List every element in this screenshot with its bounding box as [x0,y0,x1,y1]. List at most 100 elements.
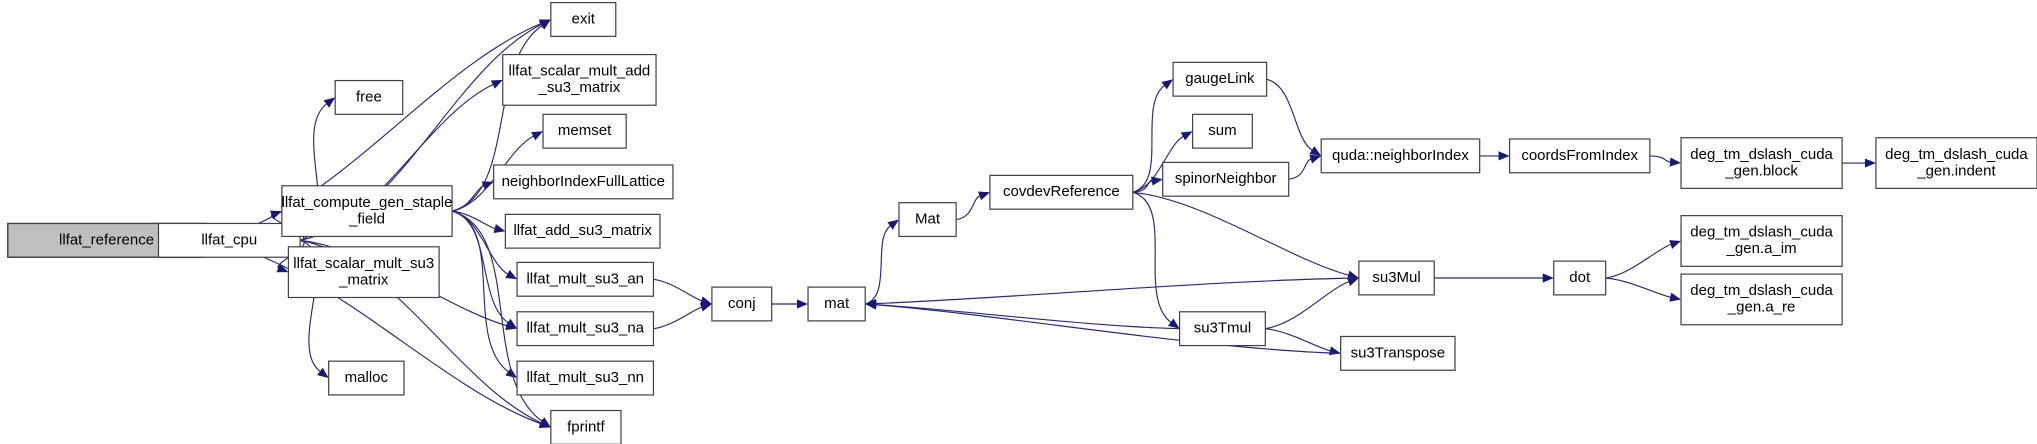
call-edge [1132,180,1153,193]
graph-node-llfat-mult-su3-nn[interactable]: llfat_mult_su3_nn [516,360,655,396]
call-edge [865,225,892,305]
graph-node-free[interactable]: free [334,79,404,115]
node-label: _gen.a_re [1727,299,1796,316]
graph-node-su3mul[interactable]: su3Mul [1358,260,1435,296]
call-edge [875,304,1180,330]
node-box[interactable] [1680,273,1843,326]
graph-node-deg-tm-dslash-cuda-gen-block[interactable]: deg_tm_dslash_cuda_gen.block [1680,137,1843,189]
call-edge [875,304,1341,354]
graph-node-malloc[interactable]: malloc [328,360,405,396]
graph-node-dot[interactable]: dot [1553,260,1607,296]
node-box[interactable] [493,164,674,200]
graph-node-llfat-compute-gen-staple-field[interactable]: llfat_compute_gen_staple_field [281,185,453,238]
graph-node-fprintf[interactable]: fprintf [550,409,622,444]
node-box[interactable] [502,53,657,106]
edge-arrowhead [505,269,518,280]
node-box[interactable] [281,185,453,238]
node-box[interactable] [989,174,1134,210]
node-box[interactable] [516,311,655,347]
edge-arrowhead [1328,346,1341,356]
node-label: llfat_mult_su3_na [526,320,644,337]
node-box[interactable] [550,1,617,37]
node-label: _su3_matrix [538,79,621,96]
edge-arrowhead [1669,292,1682,302]
node-box[interactable] [1553,260,1607,296]
graph-node-su3transpose[interactable]: su3Transpose [1340,335,1456,371]
node-label: llfat_add_su3_matrix [513,222,652,239]
node-label: malloc [345,369,389,386]
graph-node-mat[interactable]: Mat [898,202,957,238]
call-edge [1649,155,1671,163]
graph-node-neighborindexfulllattice[interactable]: neighborIndexFullLattice [493,164,674,200]
edge-arrowhead [481,181,494,191]
edge-arrowhead [490,79,503,89]
call-edge [1605,277,1672,298]
graph-node-quda-neighborindex[interactable]: quda::neighborIndex [1320,138,1481,174]
call-edge [1132,84,1166,193]
node-box[interactable] [1875,137,2037,189]
graph-node-gaugelink[interactable]: gaugeLink [1172,61,1268,97]
node-label: sum [1208,122,1236,139]
node-label: su3Transpose [1351,344,1446,361]
node-box[interactable] [711,286,773,322]
edge-arrowhead [1669,157,1682,167]
node-label: llfat_reference [59,231,154,248]
graph-node-deg-tm-dslash-cuda-gen-a-re[interactable]: deg_tm_dslash_cuda_gen.a_re [1680,273,1843,326]
node-box[interactable] [328,360,405,396]
node-box[interactable] [550,409,622,444]
node-label: mat [824,295,850,312]
graph-node-deg-tm-dslash-cuda-gen-indent[interactable]: deg_tm_dslash_cuda_gen.indent [1875,137,2037,189]
graph-node-llfat-scalar-mult-add-su3-matrix[interactable]: llfat_scalar_mult_add_su3_matrix [502,53,657,106]
call-edge [653,278,703,302]
node-box[interactable] [1162,161,1290,197]
call-edge [653,306,703,330]
node-box[interactable] [1320,138,1481,174]
graph-node-mat[interactable]: mat [807,286,866,322]
node-box[interactable] [516,261,655,297]
edge-arrowhead [493,224,506,233]
graph-node-llfat-mult-su3-an[interactable]: llfat_mult_su3_an [516,261,655,297]
node-box[interactable] [542,113,627,149]
node-box[interactable] [516,360,655,396]
graph-node-conj[interactable]: conj [711,286,773,322]
node-box[interactable] [1680,137,1843,189]
graph-node-llfat-scalar-mult-su3-matrix[interactable]: llfat_scalar_mult_su3_matrix [287,246,440,299]
edge-arrowhead [1167,318,1180,329]
node-label: free [356,88,382,105]
node-box[interactable] [504,213,661,249]
node-label: exit [572,10,596,27]
edge-arrowhead [1161,79,1174,90]
node-box[interactable] [334,79,404,115]
node-box[interactable] [1358,260,1435,296]
node-box[interactable] [1191,113,1253,149]
graph-node-exit[interactable]: exit [550,1,617,37]
graph-node-deg-tm-dslash-cuda-gen-a-im[interactable]: deg_tm_dslash_cuda_gen.a_im [1680,215,1843,267]
node-box[interactable] [807,286,866,322]
call-edge [1132,191,1350,276]
edge-arrowhead [700,302,712,312]
edge-arrowhead [978,191,990,201]
graph-node-llfat-cpu[interactable]: llfat_cpu [157,222,301,258]
graph-node-llfat-add-su3-matrix[interactable]: llfat_add_su3_matrix [504,213,661,249]
node-label: deg_tm_dslash_cuda [1690,146,1833,163]
node-box[interactable] [1508,138,1651,174]
node-box[interactable] [1178,311,1266,347]
graph-node-covdevreference[interactable]: covdevReference [989,174,1134,210]
node-label: llfat_mult_su3_an [526,270,644,287]
node-box[interactable] [1172,61,1268,97]
call-edge [875,277,1359,305]
graph-node-sum[interactable]: sum [1191,113,1253,149]
node-box[interactable] [1340,335,1456,371]
graph-node-memset[interactable]: memset [542,113,627,149]
graph-node-spinorneighbor[interactable]: spinorNeighbor [1162,161,1290,197]
graph-node-su3tmul[interactable]: su3Tmul [1178,311,1266,347]
graph-node-llfat-mult-su3-na[interactable]: llfat_mult_su3_na [516,311,655,347]
node-box[interactable] [157,222,301,258]
node-label: covdevReference [1003,183,1120,200]
node-box[interactable] [898,202,957,238]
node-label: llfat_scalar_mult_add [509,63,651,80]
node-box[interactable] [1680,215,1843,267]
node-box[interactable] [287,246,440,299]
graph-node-coordsfromindex[interactable]: coordsFromIndex [1508,138,1651,174]
